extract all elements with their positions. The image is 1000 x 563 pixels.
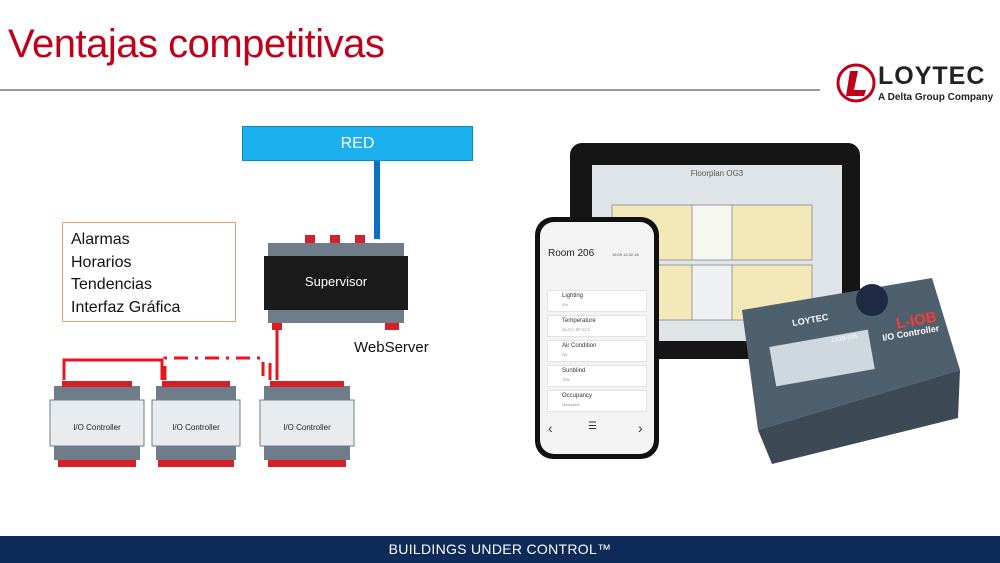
control-label: Air Condition <box>562 343 597 349</box>
feature-item: Tendencias <box>71 276 152 293</box>
control-subtext: Occupied <box>562 402 579 407</box>
controller-links <box>62 325 279 380</box>
loytec-mark-icon <box>836 63 876 103</box>
feature-item: Alarmas <box>71 231 130 248</box>
logo-tagline: A Delta Group Company <box>878 92 994 103</box>
liob-device: LOYTEC LIOB-585 L-IOB I/O Controller <box>732 260 964 464</box>
control-subtext: 70% <box>562 377 571 382</box>
control-label: Occupancy <box>562 393 593 399</box>
control-subtext: 0% <box>562 302 568 307</box>
control-label: Temperature <box>562 318 596 324</box>
io-controller-label: I/O Controller <box>73 423 121 432</box>
feature-item: Horarios <box>71 253 132 271</box>
tablet-screen-title: Floorplan OG3 <box>690 169 744 178</box>
control-subtext: 26.3°C SP 21°C <box>562 327 591 332</box>
phone-control-row[interactable]: Sunblind 70% <box>547 365 647 387</box>
io-controller-label: I/O Controller <box>283 423 331 432</box>
feature-list: Alarmas Horarios Tendencias Interfaz Grá… <box>62 222 236 322</box>
supervisor-device <box>264 235 408 330</box>
menu-icon[interactable]: ☰ <box>588 421 597 432</box>
io-controller-1 <box>49 381 145 467</box>
forward-chevron-icon[interactable]: › <box>638 420 643 436</box>
footer-bar: BUILDINGS UNDER CONTROL™ <box>0 536 1000 563</box>
network-box: RED <box>242 126 473 161</box>
io-controller-3 <box>259 381 355 467</box>
control-label: Lighting <box>562 293 584 299</box>
io-controller-2 <box>151 381 241 467</box>
phone-device: Room 206 16:09 14.02.18 Lighting 0% Temper… <box>535 217 659 459</box>
feature-item: Interfaz Gráfica <box>71 298 181 316</box>
phone-date: 16:09 14.02.18 <box>612 252 639 257</box>
webserver-label: WebServer <box>354 339 429 356</box>
control-subtext: On <box>562 352 568 357</box>
io-controller-label: I/O Controller <box>172 423 220 432</box>
phone-control-row[interactable]: Lighting 0% <box>547 290 647 312</box>
slide-title: Ventajas competitivas <box>8 22 385 66</box>
room-title: Room 206 <box>548 248 595 259</box>
network-diagram <box>49 159 408 467</box>
logo-wordmark: LOYTEC <box>878 62 986 90</box>
phone-control-row[interactable]: Temperature 26.3°C SP 21°C <box>547 315 647 337</box>
network-link <box>374 159 380 239</box>
supervisor-label: Supervisor <box>304 274 368 289</box>
phone-screen: Room 206 16:09 14.02.18 Lighting 0% Temper… <box>540 222 654 454</box>
control-label: Sunblind <box>562 368 586 374</box>
title-divider <box>0 89 820 91</box>
back-chevron-icon[interactable]: ‹ <box>548 420 553 436</box>
loytec-logo: LOYTEC A Delta Group Company <box>836 62 996 106</box>
liob-body <box>742 278 960 464</box>
